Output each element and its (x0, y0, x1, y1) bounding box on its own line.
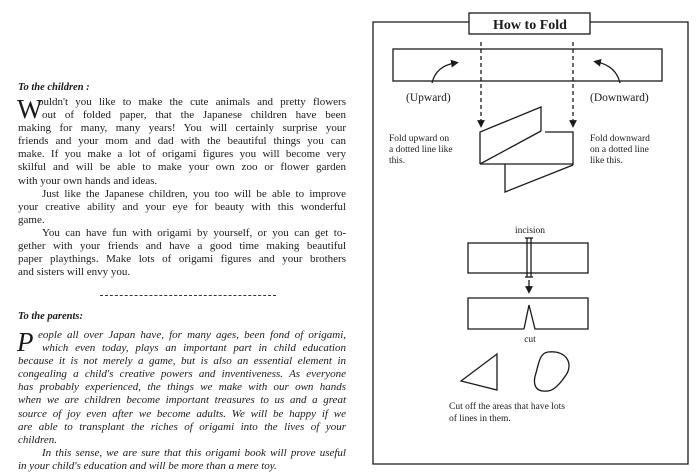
text-line: your creative ability and your eye for b… (18, 200, 346, 213)
text-line: You can have fun with origami by yoursel… (42, 226, 346, 239)
text-line: game. (18, 213, 45, 226)
text-line: children. (18, 433, 57, 446)
text-line: make. If you make a lot of origami figur… (18, 148, 346, 161)
text-line: with your own hands and ideas. (18, 174, 158, 187)
downward-note: like this. (590, 156, 623, 166)
parents-section: P eople all over Japan have, for many ag… (17, 327, 346, 473)
diagram-frame (372, 21, 689, 465)
children-heading: To the children : (18, 82, 90, 93)
upward-note: Fold upward on (389, 134, 449, 144)
text-line: and sisters will envy you. (18, 266, 131, 279)
text-line: because it is not merely a game, but is … (18, 355, 346, 368)
parents-heading: To the parents: (18, 311, 83, 322)
text-line: gether with your friends and have a good… (18, 240, 346, 253)
upward-label: (Upward) (406, 92, 451, 104)
downward-note: Fold downward (590, 134, 650, 144)
curved-arrow-down-icon (593, 58, 621, 84)
text-line: out of folded paper, that the Japanese c… (42, 109, 346, 122)
text-line: paper playthings. Make lots of origami f… (18, 253, 346, 266)
text-line: In this sense, we are sure that this ori… (42, 446, 346, 459)
drop-cap: W (17, 94, 43, 124)
text-line: making for many, many years! You will ce… (18, 122, 346, 135)
upward-note: this. (389, 156, 405, 166)
cut-strip (467, 297, 589, 330)
triangle-shape (459, 352, 498, 391)
folded-paper-illustration (479, 106, 574, 193)
downward-note: on a dotted line (590, 145, 649, 155)
text-line: in your child's education and will be mo… (18, 459, 277, 472)
cutoff-note: of lines in them. (449, 413, 511, 424)
incision-strip (467, 242, 589, 274)
section-divider (100, 295, 276, 296)
downward-label: (Downward) (590, 92, 649, 104)
paper-strip (392, 48, 663, 82)
blob-shape (533, 351, 570, 392)
text-line: are able to transplant the riches of ori… (18, 420, 346, 433)
drop-cap: P (17, 327, 34, 357)
text-line: skilful and will be able to make your ow… (18, 161, 346, 174)
text-line: friends and your mom and dad with the be… (18, 135, 346, 148)
upward-note: a dotted line like (389, 145, 453, 155)
incision-label: incision (515, 226, 545, 236)
text-line: eople all over Japan have, for many ages… (38, 329, 346, 341)
children-section: W ouldn't you like to make the cute anim… (17, 94, 346, 279)
text-line: has probably experienced, the things we … (18, 381, 346, 394)
text-line: when we are children become important tr… (18, 394, 346, 407)
curved-arrow-up-icon (431, 59, 459, 84)
text-line: ouldn't you like to make the cute animal… (38, 96, 346, 108)
text-line: congealing a child's creative powers and… (18, 368, 346, 381)
title-box (468, 12, 591, 35)
cut-label: cut (524, 335, 536, 345)
cutoff-note: Cut off the areas that have lots (449, 401, 565, 412)
text-line: source of joy even after we become adult… (18, 407, 346, 420)
diagram-title: How to Fold (493, 18, 567, 33)
text-line: Just like the Japanese children, you too… (42, 187, 346, 200)
text-line: which even today, plays an important par… (42, 342, 346, 355)
